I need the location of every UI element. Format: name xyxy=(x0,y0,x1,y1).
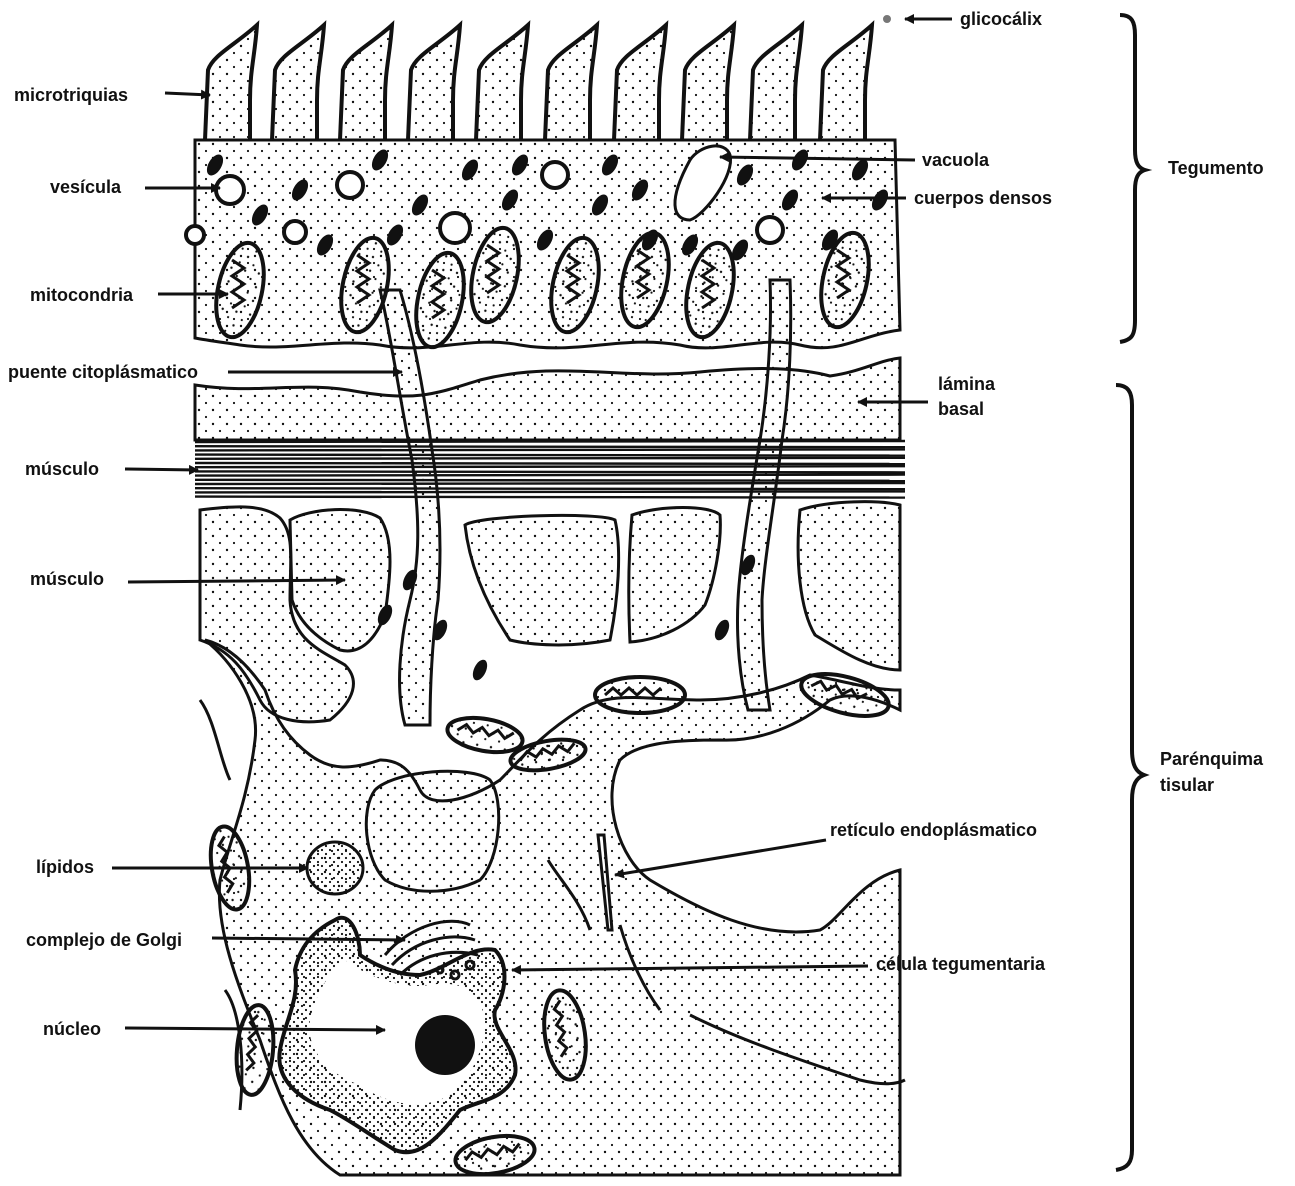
muscle-fibre xyxy=(195,455,905,456)
label-reticulo: retículo endoplásmatico xyxy=(830,820,1037,840)
basal-lamina xyxy=(195,358,900,440)
microtrix xyxy=(682,25,734,140)
muscle-fibre xyxy=(195,449,905,450)
region-braces xyxy=(1116,15,1145,1170)
label-lamina-1: lámina xyxy=(938,374,996,394)
dense-body xyxy=(470,657,490,682)
microtrix xyxy=(272,25,324,140)
microtrix xyxy=(340,25,392,140)
microtrix xyxy=(476,25,528,140)
arrow-golgi xyxy=(212,938,405,940)
microtrix xyxy=(205,25,257,140)
muscle-fibre xyxy=(195,441,905,442)
label-celula-tegumentaria: célula tegumentaria xyxy=(876,954,1046,974)
vesicle xyxy=(542,162,568,188)
illustration xyxy=(186,15,905,1180)
cytoplasmic-bridge-left xyxy=(380,290,440,725)
label-puente-citoplasmatico: puente citoplásmatico xyxy=(8,362,198,382)
label-cuerpos-densos: cuerpos densos xyxy=(914,188,1052,208)
region-parenquima-2: tisular xyxy=(1160,775,1214,795)
muscle-fibre xyxy=(195,483,905,484)
muscle-block-right xyxy=(798,502,900,670)
label-vesicula: vesícula xyxy=(50,177,122,197)
vesicle xyxy=(337,172,363,198)
nucleolus xyxy=(415,1015,475,1075)
label-musculo-2: músculo xyxy=(30,569,104,589)
label-musculo-1: músculo xyxy=(25,459,99,479)
muscle-fibre xyxy=(195,458,905,459)
vesicle xyxy=(757,217,783,243)
microtrix xyxy=(408,25,460,140)
microtrix xyxy=(545,25,597,140)
muscle-block-center-left xyxy=(465,515,619,645)
label-glicocalix: glicocálix xyxy=(960,9,1042,29)
label-vacuola: vacuola xyxy=(922,150,990,170)
muscle-fibre xyxy=(195,475,905,476)
microtrix xyxy=(750,25,802,140)
muscle-fibre xyxy=(195,480,905,481)
label-golgi: complejo de Golgi xyxy=(26,930,182,950)
arrow-musculo-2 xyxy=(128,580,345,582)
label-microtriquias: microtriquias xyxy=(14,85,128,105)
parenchyma-vacuole xyxy=(366,771,498,891)
muscle-fibre xyxy=(195,446,905,447)
vesicle xyxy=(216,176,244,204)
muscle-fibre xyxy=(195,471,905,472)
label-nucleo: núcleo xyxy=(43,1019,101,1039)
mitochondrion xyxy=(595,677,685,713)
muscle-fibre xyxy=(195,466,905,467)
region-tegumento: Tegumento xyxy=(1168,158,1264,178)
arrow-musculo-1 xyxy=(125,469,198,470)
label-lipidos: lípidos xyxy=(36,857,94,877)
arrow-nucleo xyxy=(125,1028,385,1030)
microtrix xyxy=(614,25,666,140)
muscle-fibre xyxy=(195,488,905,489)
vesicle xyxy=(186,226,204,244)
region-parenquima-1: Parénquima xyxy=(1160,749,1264,769)
muscle-block-center-right xyxy=(629,508,721,643)
muscle-fibres xyxy=(195,441,905,498)
glycocalyx-dot xyxy=(883,15,891,23)
muscle-fibre xyxy=(195,463,905,464)
label-mitocondria: mitocondria xyxy=(30,285,134,305)
arrow-microtriquias xyxy=(165,93,210,95)
arrow-reticulo xyxy=(615,840,826,875)
muscle-fibre xyxy=(195,497,905,498)
muscle-fibre xyxy=(195,491,905,492)
microtrix xyxy=(820,25,872,140)
microtriches xyxy=(205,25,872,140)
brace-tegumento xyxy=(1120,15,1145,342)
label-lamina-2: basal xyxy=(938,399,984,419)
vesicle xyxy=(440,213,470,243)
dense-body xyxy=(712,617,732,642)
lipid-droplet xyxy=(307,842,363,894)
vesicle xyxy=(284,221,306,243)
brace-parenquima xyxy=(1116,385,1144,1170)
